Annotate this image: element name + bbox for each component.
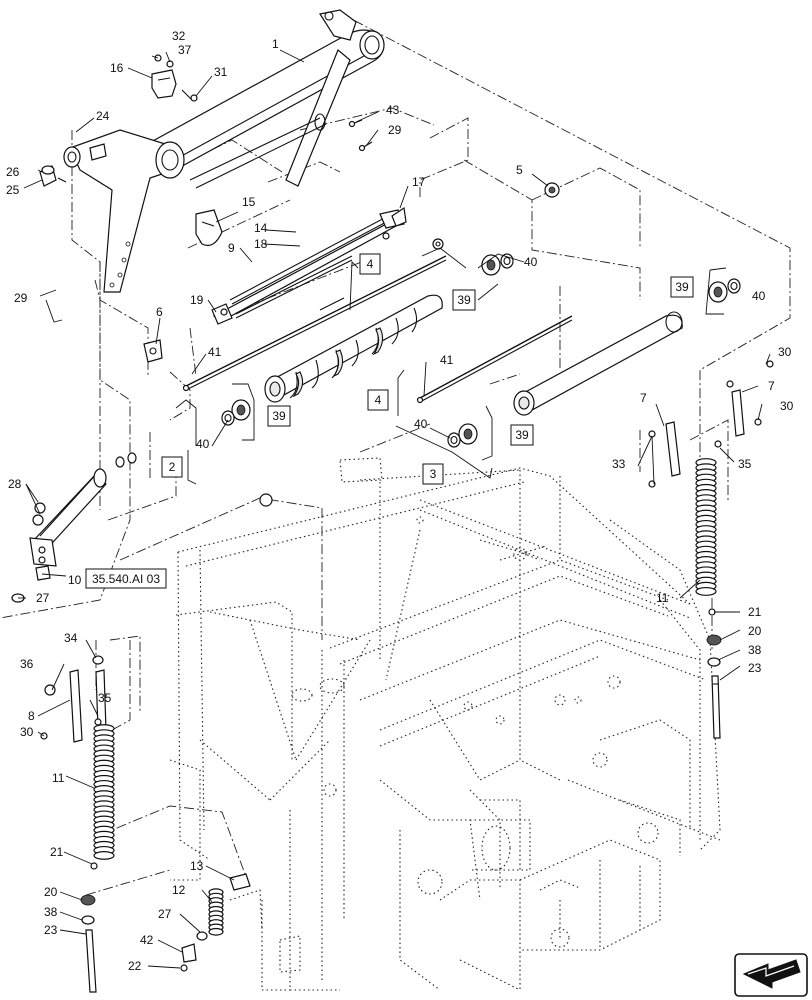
long-rod-lower: [416, 315, 573, 404]
baler-main-frame: [169, 457, 721, 991]
callout-40-d: 40: [414, 417, 428, 431]
callout-21-left: 21: [50, 845, 64, 859]
callout-19: 19: [190, 293, 204, 307]
shaft-upper: [235, 255, 353, 319]
upper-arm-assembly: [63, 9, 385, 293]
callout-16: 16: [110, 61, 124, 75]
callout-29-lower: 29: [14, 291, 28, 305]
callout-10: 10: [68, 573, 82, 587]
long-rod-upper: [182, 255, 447, 392]
callout-18: 18: [254, 237, 268, 251]
callout-23-left: 23: [44, 923, 58, 937]
bolts-upper-right: [348, 119, 560, 250]
reference-boxes: 4 39 39 39 4 39 2 3 35.540.AI 03: [85, 253, 694, 589]
callout-31: 31: [214, 65, 228, 79]
small-bracket-hardware: [151, 54, 198, 102]
callout-13: 13: [190, 859, 204, 873]
callout-7-right: 7: [768, 379, 775, 393]
callout-40-b: 40: [752, 289, 766, 303]
callout-12: 12: [172, 883, 186, 897]
callout-7-left: 7: [640, 391, 647, 405]
box-label-39-c: 39: [272, 409, 286, 423]
box-label-4-lower: 4: [375, 393, 382, 407]
spring-coils-right: [695, 458, 717, 596]
callout-labels: 1 32 37 16 31 24 26 25 43 29 5 17 15 14 …: [6, 29, 794, 973]
callout-30-middle: 30: [780, 399, 794, 413]
callout-11-left: 11: [52, 771, 65, 785]
callout-14: 14: [254, 221, 268, 235]
callout-40-c: 40: [196, 437, 210, 451]
callout-36: 36: [20, 657, 34, 671]
callout-43: 43: [386, 103, 400, 117]
callout-35-right: 35: [738, 457, 752, 471]
spring-coil: [695, 586, 717, 596]
box-label-2: 2: [169, 460, 176, 474]
callout-27-upper: 27: [36, 591, 50, 605]
callout-35-left: 35: [98, 691, 112, 705]
callout-20-right: 20: [748, 624, 762, 638]
callout-29-upper: 29: [388, 123, 402, 137]
callout-20-left: 20: [44, 885, 58, 899]
callout-37: 37: [178, 43, 192, 57]
callout-41-left: 41: [208, 345, 222, 359]
reference-label: 35.540.AI 03: [92, 572, 160, 586]
left-spring-assembly: [40, 655, 115, 993]
callout-40-a: 40: [524, 255, 538, 269]
box-label-39-b: 39: [675, 280, 689, 294]
spiral-roller: [264, 294, 443, 403]
callout-11-right: 11: [656, 591, 669, 605]
callout-8: 8: [28, 709, 35, 723]
bracket-15: [195, 209, 223, 247]
page-direction-arrow-icon[interactable]: [734, 953, 808, 997]
box-label-39-a: 39: [457, 293, 471, 307]
callout-42: 42: [140, 933, 154, 947]
callout-38-right: 38: [748, 643, 762, 657]
clip-17: [382, 206, 407, 240]
box-label-39-d: 39: [515, 428, 529, 442]
callout-34: 34: [64, 631, 78, 645]
spring-coil: [93, 851, 115, 860]
callout-15: 15: [242, 195, 256, 209]
callout-1: 1: [272, 37, 279, 51]
callout-32: 32: [172, 29, 186, 43]
washers-left: [115, 452, 273, 507]
spring-coil: [208, 927, 224, 936]
callout-22: 22: [128, 959, 142, 973]
callout-6: 6: [156, 305, 163, 319]
callout-26: 26: [6, 165, 20, 179]
bearing-set-b: [708, 278, 741, 303]
callout-27-lower: 27: [158, 907, 172, 921]
callout-23-right: 23: [748, 661, 762, 675]
callout-38-left: 38: [44, 905, 58, 919]
callout-9: 9: [228, 241, 235, 255]
callout-24: 24: [96, 109, 110, 123]
box-label-3: 3: [430, 467, 437, 481]
callout-25: 25: [6, 183, 20, 197]
pivot-pin-hardware: [39, 165, 67, 187]
small-spring-coils: [208, 888, 224, 936]
bearing-set-d: [447, 423, 478, 448]
leader-lines: [18, 49, 771, 969]
callout-17: 17: [412, 175, 426, 189]
plate-6: [143, 339, 163, 363]
right-spring-assembly: [648, 360, 774, 739]
bearing-set-c: [221, 399, 251, 426]
callout-5: 5: [516, 163, 523, 177]
small-spring-assembly: [180, 873, 251, 972]
callout-30-left: 30: [20, 725, 34, 739]
plain-roller: [513, 311, 683, 416]
callout-30-upper: 30: [778, 345, 792, 359]
group-brackets: [175, 247, 727, 485]
callout-33: 33: [612, 457, 626, 471]
callout-21-right: 21: [748, 605, 762, 619]
box-label-4-upper: 4: [367, 257, 374, 271]
callout-41-right: 41: [440, 353, 454, 367]
spring-coils-left: [93, 724, 115, 860]
hydraulic-cylinder: [11, 468, 107, 603]
callout-28: 28: [8, 477, 22, 491]
